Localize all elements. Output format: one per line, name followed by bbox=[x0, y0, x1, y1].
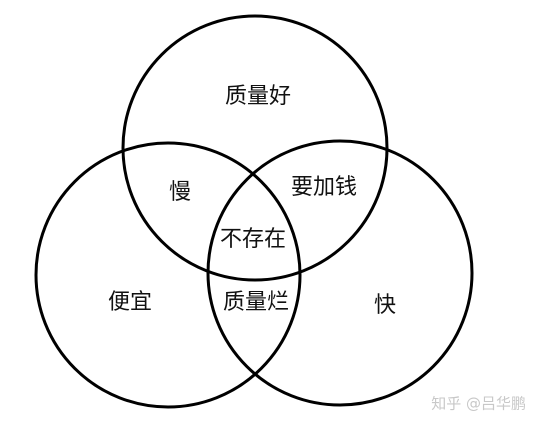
label-fast: 快 bbox=[374, 293, 396, 318]
label-does-not-exist: 不存在 bbox=[220, 227, 286, 252]
top-circle bbox=[121, 14, 389, 282]
label-cheap: 便宜 bbox=[108, 290, 152, 315]
watermark: 知乎 @吕华鹏 bbox=[431, 395, 526, 413]
label-slow: 慢 bbox=[169, 180, 191, 205]
label-quality-bad: 质量烂 bbox=[223, 290, 289, 315]
label-costs-more: 要加钱 bbox=[291, 175, 357, 200]
label-quality-good: 质量好 bbox=[225, 84, 291, 109]
left-circle bbox=[34, 141, 302, 409]
right-circle bbox=[206, 139, 474, 407]
